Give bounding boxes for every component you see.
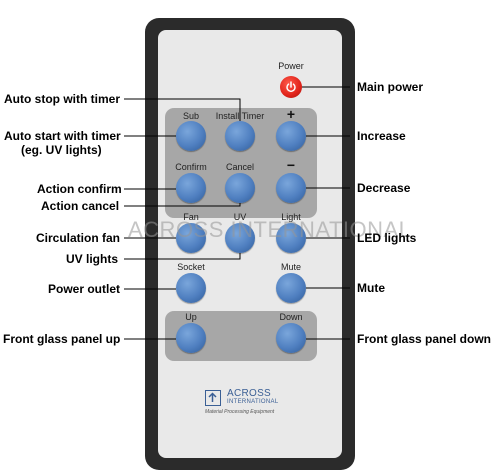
- callout-increase: Increase: [357, 129, 406, 143]
- down-button[interactable]: [276, 323, 306, 353]
- install-timer-button[interactable]: [225, 121, 255, 151]
- up-button[interactable]: [176, 323, 206, 353]
- line-auto-stop: [124, 98, 241, 121]
- brand-block: ACROSS INTERNATIONAL Material Processing…: [205, 388, 305, 418]
- increase-button[interactable]: [276, 121, 306, 151]
- confirm-label: Confirm: [175, 162, 207, 172]
- up-label: Up: [185, 312, 197, 322]
- callout-uv-lights: UV lights: [66, 252, 119, 266]
- brand-name: ACROSS: [227, 388, 272, 399]
- cancel-label: Cancel: [225, 162, 254, 172]
- power-label: Power: [278, 61, 304, 71]
- line-uv-lights: [124, 253, 241, 260]
- confirm-button[interactable]: [176, 173, 206, 203]
- callout-main-power: Main power: [357, 80, 424, 94]
- callout-action-confirm: Action confirm: [37, 182, 122, 196]
- brand-tagline: Material Processing Equipment: [205, 409, 275, 415]
- light-button[interactable]: [276, 223, 306, 253]
- callout-action-cancel: Action cancel: [41, 199, 120, 213]
- line-action-cancel: [124, 203, 241, 207]
- down-label: Down: [279, 312, 303, 322]
- callout-circulation-fan: Circulation fan: [36, 231, 121, 245]
- callout-auto-start-note: (eg. UV lights): [21, 143, 102, 157]
- power-icon: [286, 81, 296, 93]
- sub-button[interactable]: [176, 121, 206, 151]
- plus-sign: +: [286, 106, 296, 122]
- light-label: Light: [281, 212, 301, 222]
- fan-label: Fan: [183, 212, 199, 222]
- callout-led-lights: LED lights: [357, 231, 417, 245]
- mute-button[interactable]: [276, 273, 306, 303]
- socket-button[interactable]: [176, 273, 206, 303]
- mute-label: Mute: [280, 262, 301, 272]
- cancel-button[interactable]: [225, 173, 255, 203]
- uv-button[interactable]: [225, 223, 255, 253]
- callout-mute: Mute: [357, 281, 385, 295]
- callout-power-outlet: Power outlet: [48, 282, 121, 296]
- power-button[interactable]: [280, 76, 302, 98]
- arrow-up-logo-icon: [205, 390, 221, 406]
- callout-auto-stop: Auto stop with timer: [4, 92, 120, 106]
- sub-label: Sub: [182, 111, 199, 121]
- callout-front-down: Front glass panel down: [357, 332, 492, 346]
- callout-decrease: Decrease: [357, 181, 411, 195]
- callout-auto-start: Auto start with timer: [4, 129, 121, 143]
- fan-button[interactable]: [176, 223, 206, 253]
- callout-front-up: Front glass panel up: [3, 332, 121, 346]
- decrease-button[interactable]: [276, 173, 306, 203]
- socket-label: Socket: [177, 262, 205, 272]
- minus-sign: −: [286, 157, 296, 173]
- uv-label: UV: [233, 212, 247, 222]
- brand-sub: INTERNATIONAL: [227, 399, 279, 405]
